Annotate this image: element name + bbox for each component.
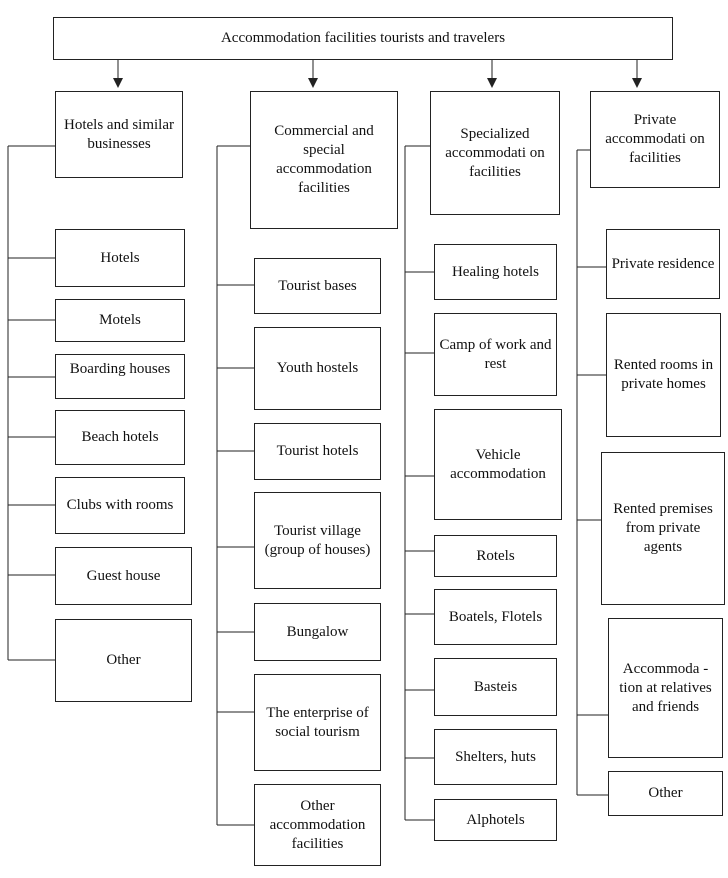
- col3-item-boatels-flotels: Boatels, Flotels: [434, 589, 557, 645]
- col3-item-basteis: Basteis: [434, 658, 557, 716]
- col1-item-hotels: Hotels: [55, 229, 185, 287]
- col1-connectors: [7, 145, 55, 661]
- col1-item-other: Other: [55, 619, 192, 702]
- col2-item-tourist-village: Tourist village (group of houses): [254, 492, 381, 589]
- root-title-box: Accommodation facilities tourists and tr…: [53, 17, 673, 60]
- col4-item-private-residence: Private residence: [606, 229, 720, 299]
- col3-item-vehicle-accommodation: Vehicle accommodation: [434, 409, 562, 520]
- col4-item-rented-rooms: Rented rooms in private homes: [606, 313, 721, 437]
- col2-item-bungalow: Bungalow: [254, 603, 381, 661]
- col4-item-relatives-friends: Accommoda -tion at relatives and friends: [608, 618, 723, 758]
- col3-item-alphotels: Alphotels: [434, 799, 557, 841]
- col1-item-boarding-houses: Boarding houses: [55, 354, 185, 399]
- col2-item-other-facilities: Other accommodation facilities: [254, 784, 381, 866]
- root-title: Accommodation facilities tourists and tr…: [220, 30, 506, 46]
- col4-header: Private accommodati on facilities: [590, 91, 720, 188]
- col3-connectors: [404, 145, 434, 821]
- col1-item-beach-hotels: Beach hotels: [55, 410, 185, 465]
- col2-item-social-tourism: The enterprise of social tourism: [254, 674, 381, 771]
- col1-header: Hotels and similar businesses: [55, 91, 183, 178]
- col2-item-youth-hostels: Youth hostels: [254, 327, 381, 410]
- col3-item-camp-work-rest: Camp of work and rest: [434, 313, 557, 396]
- col3-item-healing-hotels: Healing hotels: [434, 244, 557, 300]
- col1-item-guest-house: Guest house: [55, 547, 192, 605]
- col3-item-shelters-huts: Shelters, huts: [434, 729, 557, 785]
- col4-connectors: [576, 149, 608, 796]
- col1-item-motels: Motels: [55, 299, 185, 342]
- col1-item-clubs-with-rooms: Clubs with rooms: [55, 477, 185, 534]
- col2-item-tourist-hotels: Tourist hotels: [254, 423, 381, 480]
- col4-item-rented-premises: Rented premises from private agents: [601, 452, 725, 605]
- col2-item-tourist-bases: Tourist bases: [254, 258, 381, 314]
- col4-item-other: Other: [608, 771, 723, 816]
- col2-connectors: [216, 145, 254, 826]
- col3-header: Specialized accommodati on facilities: [430, 91, 560, 215]
- col2-header: Commercial and special accommodation fac…: [250, 91, 398, 229]
- title-arrows: [113, 60, 642, 88]
- col3-item-rotels: Rotels: [434, 535, 557, 577]
